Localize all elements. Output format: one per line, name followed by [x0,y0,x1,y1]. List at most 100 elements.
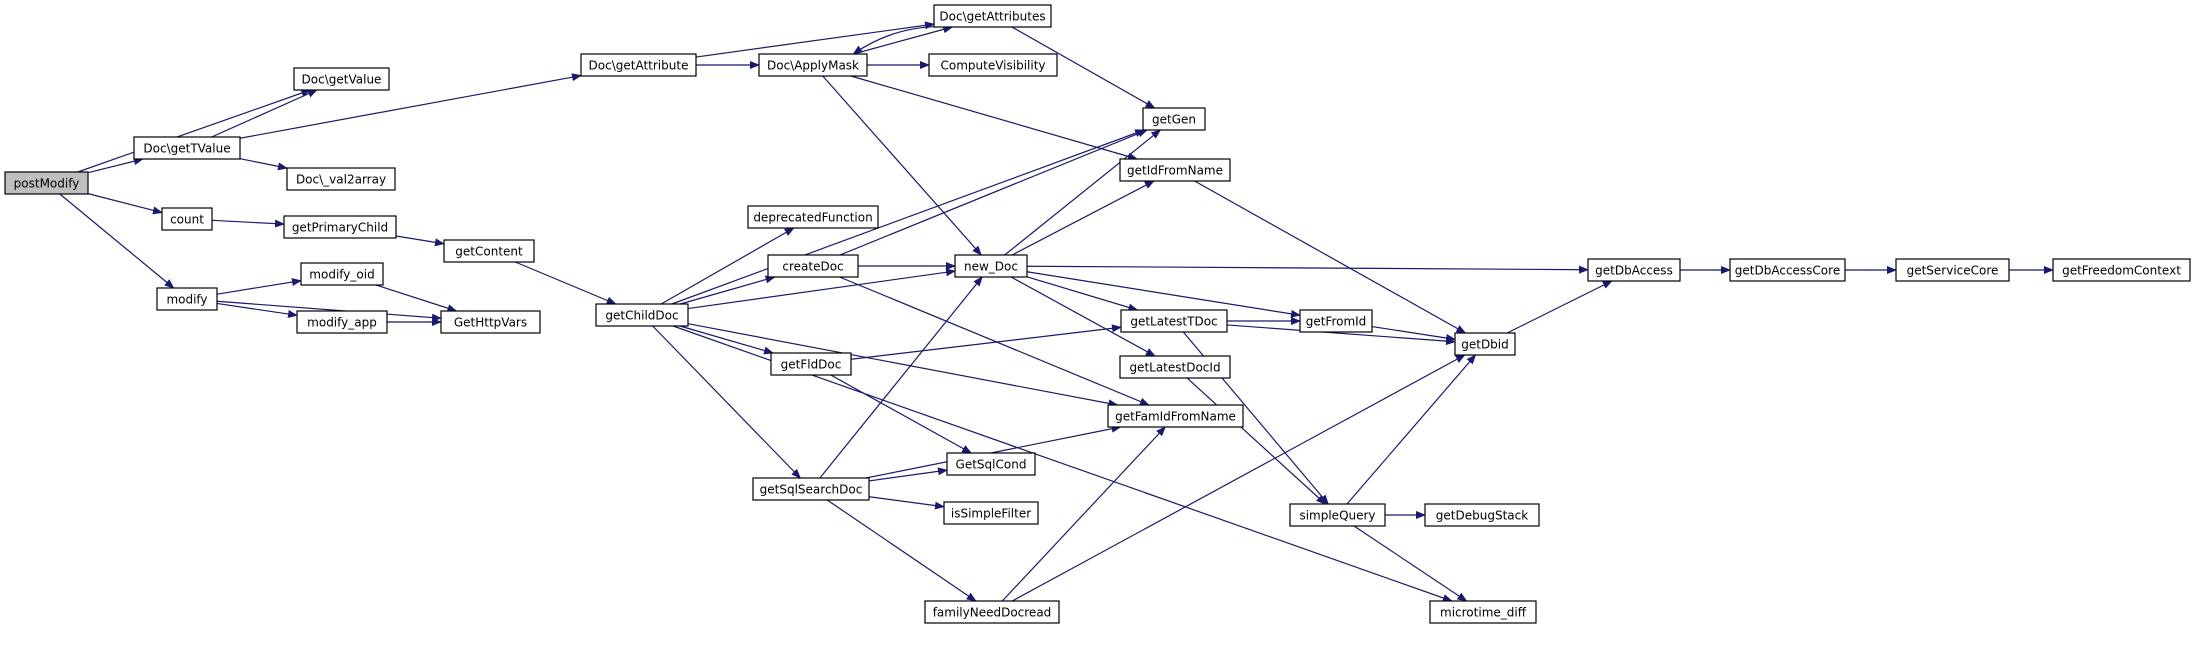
node-box [758,53,868,77]
edge-postModify-to-modify [59,193,175,289]
edge-new_Doc-to-getFromId [1026,271,1301,318]
node-box [752,477,870,501]
node-box [1299,309,1373,333]
node-isSimpleFilter[interactable]: isSimpleFilter [943,501,1039,525]
node-label: getFamIdFromName [1115,410,1236,424]
edge-familyNeedDocread-to-getFamIdFromName [1001,426,1166,602]
node-getValue[interactable]: Doc\getValue [293,67,390,91]
node-getLatestTDoc[interactable]: getLatestTDoc [1120,309,1228,333]
node-label: getDbid [1461,338,1509,352]
node-createDoc[interactable]: createDoc [767,254,859,278]
node-label: getLatestDocId [1129,361,1220,375]
node-modify[interactable]: modify [156,287,218,311]
node-getAttributes[interactable]: Doc\getAttributes [933,4,1052,28]
node-label: getFreedomContext [2062,264,2181,278]
node-box [954,254,1028,278]
node-count[interactable]: count [161,207,213,231]
node-getContent[interactable]: getContent [443,239,535,263]
node-GetSqlCond[interactable]: GetSqlCond [946,452,1036,476]
node-modify_app[interactable]: modify_app [296,310,388,334]
node-getFromId[interactable]: getFromId [1299,309,1373,333]
node-getFamIdFromName[interactable]: getFamIdFromName [1107,404,1244,428]
edge-getFldDoc-to-getLatestTDoc [850,324,1122,360]
node-label: getFldDoc [781,358,842,372]
node-microtime_diff[interactable]: microtime_diff [1429,600,1537,624]
edge-getChildDoc-to-new_Doc [687,268,956,310]
node-box [924,600,1060,624]
edge-getSqlSearchDoc-to-GetSqlCond [868,467,948,482]
edge-getChildDoc-to-getGen [671,129,1146,305]
node-label: getLatestTDoc [1130,315,1217,329]
node-box [293,67,390,91]
node-simpleQuery[interactable]: simpleQuery [1289,503,1386,527]
node-new_Doc[interactable]: new_Doc [954,254,1028,278]
edge-createDoc-to-getGen [839,129,1148,256]
edge-new_Doc-to-getDbAccess [1026,265,1589,274]
node-box [1289,503,1386,527]
edge-getLatestTDoc-to-getDbid [1226,324,1456,346]
node-getDbAccessCore[interactable]: getDbAccessCore [1729,258,1846,282]
node-getSqlSearchDoc[interactable]: getSqlSearchDoc [752,477,870,501]
node-getDebugStack[interactable]: getDebugStack [1424,503,1540,527]
node-label: getDebugStack [1436,509,1528,523]
node-box [943,501,1039,525]
edge-getSqlSearchDoc-to-isSimpleFilter [868,496,945,510]
node-box [300,262,384,286]
edge-count-to-getPrimaryChild [211,219,285,228]
node-ApplyMask[interactable]: Doc\ApplyMask [758,53,868,77]
node-box [296,310,388,334]
node-label: deprecatedFunction [753,211,872,225]
node-label: Doc\getAttributes [939,10,1045,24]
node-getIdFromName[interactable]: getIdFromName [1119,158,1231,182]
node-label: getPrimaryChild [292,221,388,235]
node-getTValue[interactable]: Doc\getTValue [133,136,241,160]
node-getChildDoc[interactable]: getChildDoc [595,303,689,327]
node-getAttribute[interactable]: Doc\getAttribute [580,53,697,77]
edge-getDbid-to-getDbAccess [1506,280,1613,334]
node-getLatestDocId[interactable]: getLatestDocId [1119,355,1231,379]
node-label: getIdFromName [1127,164,1223,178]
edge-new_Doc-to-getLatestDocId [1010,276,1156,357]
node-label: modify_app [307,316,377,330]
edge-getChildDoc-to-getSqlSearchDoc [652,325,802,479]
node-modify_oid[interactable]: modify_oid [300,262,384,286]
node-val2array[interactable]: Doc\_val2array [286,167,396,191]
edge-createDoc-to-getFamIdFromName [839,276,1150,406]
node-label: getContent [455,245,523,259]
node-box [1119,355,1231,379]
node-GetHttpVars[interactable]: GetHttpVars [440,310,541,334]
node-box [1119,158,1231,182]
node-getFldDoc[interactable]: getFldDoc [770,352,852,376]
node-box [1424,503,1540,527]
node-box [133,136,241,160]
node-box [156,287,218,311]
edge-getAttribute-to-getAttributes [695,21,935,58]
node-layer: postModify Doc\getValueDoc\getTValueDoc\_… [4,4,2191,624]
edge-modify_oid-to-GetHttpVars [375,284,458,313]
node-getDbAccess[interactable]: getDbAccess [1587,258,1681,282]
node-label: familyNeedDocread [933,606,1052,620]
node-getServiceCore[interactable]: getServiceCore [1895,258,2010,282]
node-label: isSimpleFilter [951,507,1031,521]
node-label: microtime_diff [1440,606,1527,620]
edge-getSqlSearchDoc-to-familyNeedDocread [826,499,977,602]
node-box [286,167,396,191]
node-getPrimaryChild[interactable]: getPrimaryChild [283,215,397,239]
node-deprecatedFunction[interactable]: deprecatedFunction [747,205,879,229]
node-getFreedomContext[interactable]: getFreedomContext [2052,258,2191,282]
edge-modify-to-GetHttpVars [216,300,442,322]
node-getDbid[interactable]: getDbid [1454,332,1516,356]
edge-ApplyMask-to-getIdFromName [850,75,1139,161]
node-box [1454,332,1516,356]
node-getGen[interactable]: getGen [1142,107,1206,131]
edge-getTValue-to-val2array [239,158,288,171]
node-box [1142,107,1206,131]
node-box [4,171,89,195]
node-postModify[interactable]: postModify [4,171,89,195]
edge-getPrimaryChild-to-getContent [395,235,445,247]
node-label: Doc\getValue [302,73,382,87]
node-familyNeedDocread[interactable]: familyNeedDocread [924,600,1060,624]
node-ComputeVisibility[interactable]: ComputeVisibility [928,53,1058,77]
node-box [946,452,1036,476]
edge-getFldDoc-to-GetSqlCond [830,374,973,454]
